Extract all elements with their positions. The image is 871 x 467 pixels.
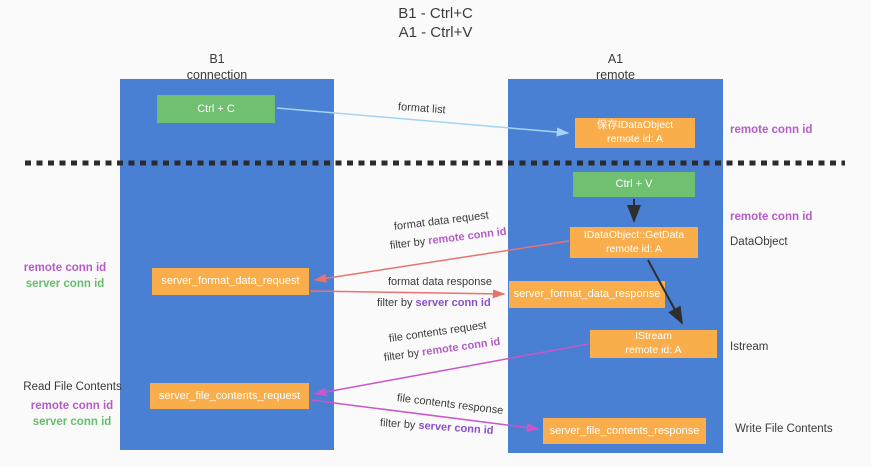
filter-by-text: filter by	[389, 235, 429, 252]
istream-label: Istream	[730, 341, 769, 353]
lane-b1-role: connection	[186, 68, 248, 83]
remote-conn-id-label-left-1: remote conn id	[23, 262, 107, 274]
node-save-idataobject: 保存IDataObject remote id: A	[575, 118, 695, 148]
node-getdata-line1: IDataObject::GetData	[583, 228, 685, 241]
remote-conn-id-text: remote conn id	[427, 225, 508, 248]
remote-conn-id-label-left-2: remote conn id	[30, 400, 114, 412]
server-conn-id-label-left-1: server conn id	[25, 277, 105, 290]
read-file-contents-label: Read File Contents	[23, 381, 122, 393]
remote-conn-id-label-mid-right: remote conn id	[730, 211, 813, 223]
conn-id-labels-left-2: remote conn id server conn id	[22, 399, 122, 430]
filter-by-text: filter by	[379, 417, 419, 432]
node-file-response-label: server_file_contents_response	[549, 424, 700, 437]
node-server-file-contents-response: server_file_contents_response	[543, 418, 706, 444]
lane-b1-name: B1	[209, 52, 225, 66]
node-server-file-contents-request: server_file_contents_request	[150, 383, 309, 409]
node-istream: IStream remote id: A	[590, 330, 717, 358]
node-server-format-data-response: server_format_data_response	[509, 281, 665, 308]
node-save-line2: remote id: A	[606, 133, 664, 145]
lane-a1-name: A1	[607, 52, 624, 66]
node-ctrl-v-label: Ctrl + V	[615, 178, 653, 191]
write-file-contents-label: Write File Contents	[735, 423, 833, 435]
server-conn-id-label-left-2: server conn id	[32, 415, 112, 428]
node-ctrl-c: Ctrl + C	[157, 95, 275, 123]
node-ctrl-v: Ctrl + V	[573, 172, 695, 197]
node-save-line1: 保存IDataObject	[596, 119, 674, 132]
format-data-response-label: format data response	[388, 276, 492, 288]
format-data-response-arrow	[309, 289, 506, 299]
lane-header-a1: A1 remote	[508, 51, 723, 84]
lane-a1-role: remote	[596, 68, 635, 83]
remote-conn-id-text: remote conn id	[421, 335, 502, 359]
node-file-request-label: server_file_contents_request	[158, 389, 301, 402]
file-contents-response-label: file contents response	[396, 392, 504, 417]
remote-conn-id-label-top-right: remote conn id	[730, 124, 813, 136]
filter-by-server-conn-id-label-2: filter by server conn id	[380, 417, 494, 437]
node-format-response-label: server_format_data_response	[513, 288, 661, 301]
node-getdata-line2: remote id: A	[605, 242, 663, 255]
server-conn-id-text: server conn id	[418, 419, 494, 437]
conn-id-labels-left-1: remote conn id server conn id	[15, 261, 115, 292]
filter-by-text: filter by	[383, 346, 423, 364]
dataobject-label: DataObject	[730, 236, 788, 248]
lane-header-b1: B1 connection	[110, 51, 324, 84]
diagram-title: B1 - Ctrl+C A1 - Ctrl+V	[0, 5, 871, 43]
node-ctrl-c-label: Ctrl + C	[197, 102, 235, 115]
title-line-1: B1 - Ctrl+C	[398, 5, 473, 22]
node-istream-line1: IStream	[635, 330, 672, 343]
format-list-label: format list	[397, 101, 446, 117]
server-conn-id-text: server conn id	[415, 297, 491, 309]
filter-by-text: filter by	[377, 297, 416, 309]
node-server-format-data-request: server_format_data_request	[152, 268, 309, 295]
node-format-request-label: server_format_data_request	[161, 275, 300, 288]
node-istream-line2: remote id: A	[625, 344, 682, 356]
node-idataobject-getdata: IDataObject::GetData remote id: A	[570, 227, 698, 258]
title-line-2: A1 - Ctrl+V	[398, 23, 473, 41]
filter-by-server-conn-id-label-1: filter by server conn id	[377, 297, 491, 309]
